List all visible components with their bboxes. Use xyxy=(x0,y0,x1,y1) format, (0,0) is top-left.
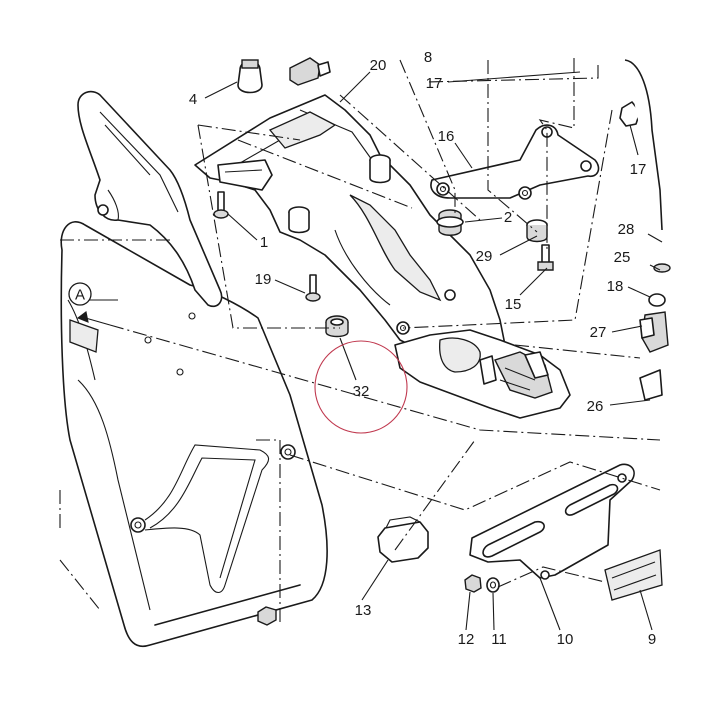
bush-32 xyxy=(325,315,349,338)
label-10: 10 xyxy=(557,631,574,648)
label-25: 25 xyxy=(614,249,631,266)
bulb-4 xyxy=(237,59,263,94)
label-27: 27 xyxy=(590,324,607,341)
label-8: 8 xyxy=(424,49,432,66)
label-20: 20 xyxy=(370,57,387,74)
label-19: 19 xyxy=(255,271,272,288)
clip-17 xyxy=(619,101,641,127)
grommet-2 xyxy=(436,209,464,236)
screw-15 xyxy=(537,244,554,271)
washer-11 xyxy=(486,577,500,593)
label-16: 16 xyxy=(438,128,455,145)
part-labels: 8 4 20 17 16 17 2 28 1 29 25 19 18 15 27… xyxy=(189,49,656,648)
grommet-29 xyxy=(526,219,548,243)
connector-top xyxy=(289,57,331,86)
label-26: 26 xyxy=(587,398,604,415)
label-12: 12 xyxy=(458,631,475,648)
view-marker-a: A xyxy=(68,282,92,306)
label-15: 15 xyxy=(505,296,522,313)
label-17-top: 17 xyxy=(426,75,443,92)
screw-19 xyxy=(305,274,321,302)
plate-light-9 xyxy=(604,549,663,601)
bracket-16 xyxy=(430,124,600,200)
highlight-circle-32 xyxy=(314,340,408,434)
centerlines xyxy=(59,58,661,625)
label-1: 1 xyxy=(260,234,268,251)
label-4: 4 xyxy=(189,91,197,108)
label-17-right: 17 xyxy=(630,161,647,178)
label-28: 28 xyxy=(618,221,635,238)
label-2: 2 xyxy=(504,209,512,226)
reflector-13 xyxy=(377,516,429,563)
label-11: 11 xyxy=(491,631,507,648)
label-29: 29 xyxy=(476,248,493,265)
leader-lines xyxy=(76,71,663,631)
right-edge-parts xyxy=(624,59,671,401)
label-13: 13 xyxy=(355,602,372,619)
screw-1 xyxy=(213,191,229,219)
tail-light-housing xyxy=(394,329,571,419)
label-32: 32 xyxy=(353,383,370,400)
rear-frame-left xyxy=(77,90,223,308)
nut-bottom xyxy=(257,606,277,626)
nut-12 xyxy=(464,574,482,593)
label-18: 18 xyxy=(607,278,624,295)
svg-text:A: A xyxy=(75,287,85,304)
label-9: 9 xyxy=(648,631,656,648)
license-bracket-10 xyxy=(469,463,635,580)
